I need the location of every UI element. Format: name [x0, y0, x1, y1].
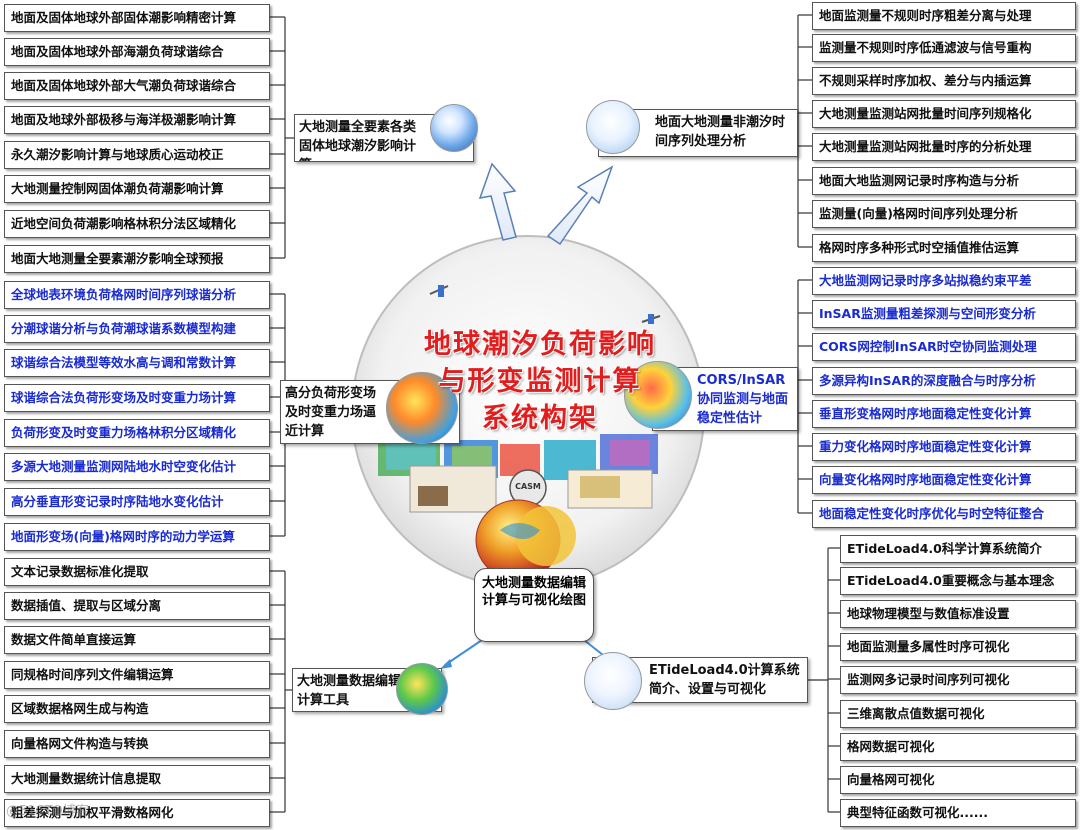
group-title: 大地测量全要素各类固体地球潮汐影响计算 — [299, 120, 417, 161]
list-item[interactable]: 大地测量监测站网批量时序的分析处理 — [812, 133, 1076, 161]
list-item[interactable]: 地球物理模型与数值标准设置 — [840, 600, 1076, 628]
list-item[interactable]: 大地监测网记录时序多站拟稳约束平差 — [812, 267, 1076, 295]
list-item[interactable]: ETideLoad4.0科学计算系统简介 — [840, 535, 1076, 563]
etideload-thumbnail — [584, 652, 642, 710]
list-item[interactable]: 向量格网文件构造与转换 — [4, 730, 270, 758]
list-item[interactable]: 地面及固体地球外部固体潮影响精密计算 — [4, 4, 270, 32]
list-item[interactable]: 地面监测量不规则时序粗差分离与处理 — [812, 2, 1076, 30]
watermark: @51CTO博客 — [6, 804, 89, 819]
casm-logo: CASM — [515, 482, 541, 491]
group-title: ETideLoad4.0计算系统简介、设置与可视化 — [649, 663, 800, 697]
list-item[interactable]: 大地测量监测站网批量时间序列规格化 — [812, 100, 1076, 128]
list-item[interactable]: 地面及固体地球外部海潮负荷球谐综合 — [4, 38, 270, 66]
group-title: 大地测量数据编辑计算工具 — [297, 674, 402, 708]
list-item[interactable]: 格网数据可视化 — [840, 733, 1076, 761]
list-item[interactable]: 永久潮汐影响计算与地球质心运动校正 — [4, 141, 270, 169]
center-title-line: 地球潮汐负荷影响 — [424, 329, 656, 360]
load-field-thumbnail — [386, 372, 458, 444]
list-item[interactable]: 地面稳定性变化时序优化与时空特征整合 — [812, 500, 1076, 528]
list-item[interactable]: 全球地表环境负荷格网时间序列球谐分析 — [4, 281, 270, 309]
list-item[interactable]: 球谐综合法模型等效水高与调和常数计算 — [4, 349, 270, 377]
tide-globe-thumbnail — [430, 104, 478, 152]
arrow-up-right — [546, 165, 614, 246]
list-item[interactable]: 典型特征函数可视化...... — [840, 799, 1076, 827]
hub-label: 大地测量数据编辑计算与可视化绘图 — [481, 576, 586, 608]
center-title: 地球潮汐负荷影响 与形变监测计算 系统构架 — [380, 326, 700, 437]
list-item[interactable]: 多源大地测量监测网陆地水时空变化估计 — [4, 453, 270, 481]
list-item[interactable]: 垂直形变格网时序地面稳定性变化计算 — [812, 400, 1076, 428]
list-item[interactable]: 负荷形变及时变重力场格林积分区域精化 — [4, 419, 270, 447]
list-item[interactable]: CORS网控制InSAR时空协同监测处理 — [812, 333, 1076, 361]
group-title: 地面大地测量非潮汐时间序列处理分析 — [655, 115, 786, 149]
list-item[interactable]: 监测网多记录时间序列可视化 — [840, 666, 1076, 694]
list-item[interactable]: 监测量不规则时序低通滤波与信号重构 — [812, 34, 1076, 62]
group-title: CORS/InSAR协同监测与地面稳定性估计 — [697, 373, 789, 426]
list-item[interactable]: 区域数据格网生成与构造 — [4, 695, 270, 723]
list-item[interactable]: 向量格网可视化 — [840, 766, 1076, 794]
list-item[interactable]: 向量变化格网时序地面稳定性变化计算 — [812, 466, 1076, 494]
list-item[interactable]: 监测量(向量)格网时间序列处理分析 — [812, 200, 1076, 228]
group-data-tools[interactable]: 大地测量数据编辑计算工具 — [292, 668, 442, 712]
list-item[interactable]: 三维离散点值数据可视化 — [840, 700, 1076, 728]
list-item[interactable]: 地面及固体地球外部大气潮负荷球谐综合 — [4, 72, 270, 100]
hub-data-editing[interactable]: 大地测量数据编辑计算与可视化绘图 — [474, 568, 594, 642]
list-item[interactable]: 同规格时间序列文件编辑运算 — [4, 661, 270, 689]
list-item[interactable]: 不规则采样时序加权、差分与内插运算 — [812, 67, 1076, 95]
arrow-up-left — [478, 162, 517, 241]
list-item[interactable]: 分潮球谐分析与负荷潮球谐系数模型构建 — [4, 315, 270, 343]
list-item[interactable]: ETideLoad4.0重要概念与基本理念 — [840, 567, 1076, 595]
list-item[interactable]: 地面及地球外部极移与海洋极潮影响计算 — [4, 106, 270, 134]
nontide-network-thumbnail — [586, 100, 640, 154]
cors-insar-thumbnail — [624, 361, 692, 429]
list-item[interactable]: 文本记录数据标准化提取 — [4, 558, 270, 586]
list-item[interactable]: 地面大地测量全要素潮汐影响全球预报 — [4, 245, 270, 273]
list-item[interactable]: 大地测量数据统计信息提取 — [4, 765, 270, 793]
list-item[interactable]: 球谐综合法负荷形变场及时变重力场计算 — [4, 384, 270, 412]
tools-thumbnail — [396, 663, 448, 715]
list-item[interactable]: 地面监测量多属性时序可视化 — [840, 633, 1076, 661]
group-title: 高分负荷形变场及时变重力场逼近计算 — [285, 386, 377, 439]
list-item[interactable]: 重力变化格网时序地面稳定性变化计算 — [812, 433, 1076, 461]
list-item[interactable]: 多源异构InSAR的深度融合与时序分析 — [812, 367, 1076, 395]
list-item[interactable]: 数据文件简单直接运算 — [4, 626, 270, 654]
list-item[interactable]: 近地空间负荷潮影响格林积分法区域精化 — [4, 210, 270, 238]
list-item[interactable]: 地面形变场(向量)格网时序的动力学运算 — [4, 523, 270, 551]
list-item[interactable]: 高分垂直形变记录时序陆地水变化估计 — [4, 488, 270, 516]
list-item[interactable]: 地面大地监测网记录时序构造与分析 — [812, 167, 1076, 195]
list-item[interactable]: 数据插值、提取与区域分离 — [4, 592, 270, 620]
list-item[interactable]: 粗差探测与加权平滑数格网化 — [4, 799, 270, 827]
center-title-line: 系统构架 — [482, 403, 598, 434]
center-title-line: 与形变监测计算 — [438, 366, 642, 397]
list-item[interactable]: 格网时序多种形式时空插值推估运算 — [812, 234, 1076, 262]
list-item[interactable]: 大地测量控制网固体潮负荷潮影响计算 — [4, 175, 270, 203]
list-item[interactable]: InSAR监测量粗差探测与空间形变分析 — [812, 300, 1076, 328]
